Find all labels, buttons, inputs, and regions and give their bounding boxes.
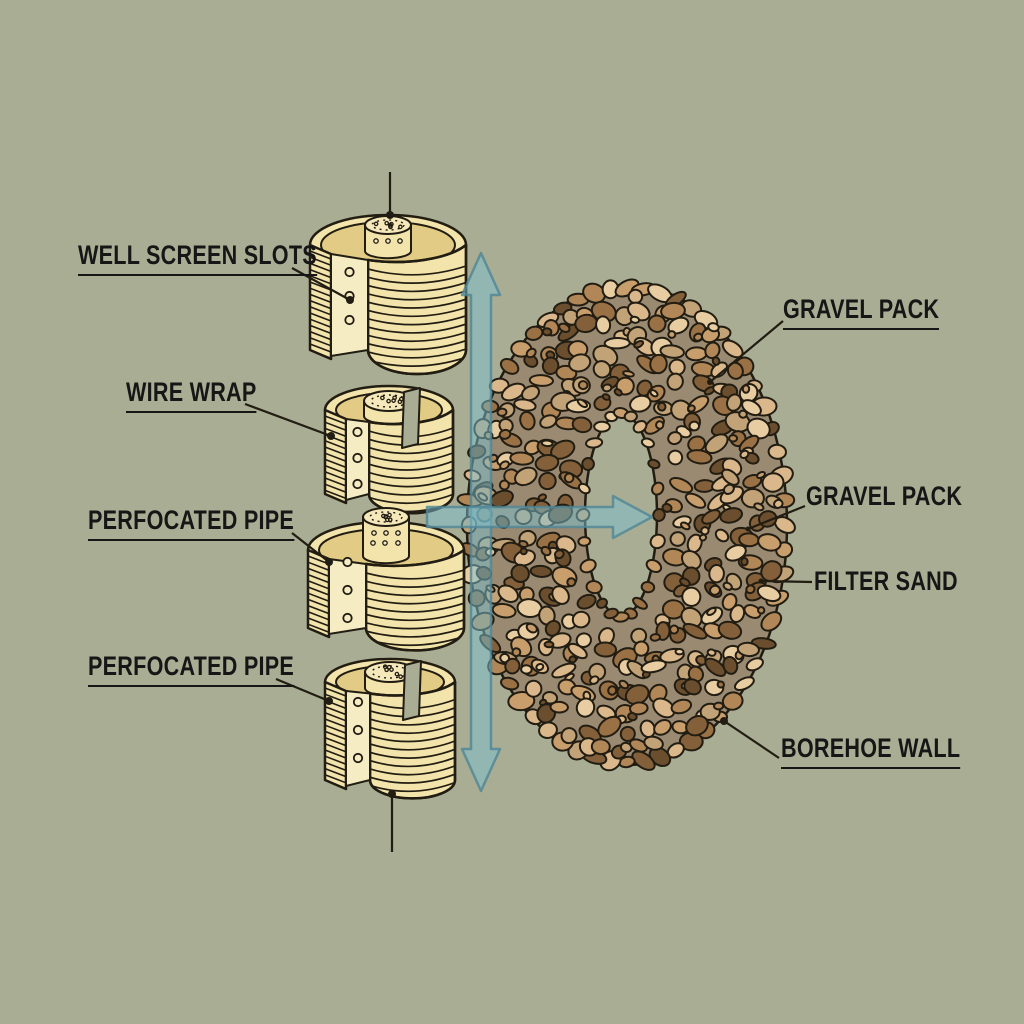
label-text: GRAVEL PACK <box>806 481 963 511</box>
well-screen-section-3 <box>306 507 466 652</box>
label-well-screen-slots: WELL SCREEN SLOTS <box>78 240 317 276</box>
arrow-right-icon <box>425 494 654 540</box>
label-gravel-pack-mid: GRAVEL PACK <box>806 481 962 512</box>
label-text: PERFOCATED PIPE <box>88 651 295 687</box>
label-perforated-pipe-upper: PERFOCATED PIPE <box>88 505 295 541</box>
label-filter-sand: FILTER SAND <box>814 566 958 597</box>
gravel-pack-cross-section <box>456 278 796 772</box>
label-text: WELL SCREEN SLOTS <box>78 240 317 276</box>
well-screen-section-2 <box>323 384 455 515</box>
label-text: WIRE WRAP <box>126 377 257 413</box>
well-screen-section-1 <box>308 213 468 376</box>
label-text: FILTER SAND <box>814 566 958 596</box>
label-text: PERFOCATED PIPE <box>88 505 295 541</box>
label-perforated-pipe-lower: PERFOCATED PIPE <box>88 651 295 687</box>
well-screen-section-4 <box>323 657 457 800</box>
flow-arrows <box>425 251 654 793</box>
label-wire-wrap: WIRE WRAP <box>126 377 257 413</box>
label-text: GRAVEL PACK <box>783 294 940 330</box>
label-text: BOREHOE WALL <box>781 733 961 769</box>
label-gravel-pack-top: GRAVEL PACK <box>783 294 940 330</box>
leader-lines <box>244 172 813 852</box>
label-borehole-wall: BOREHOE WALL <box>781 733 961 769</box>
wire-wrap-ribs <box>368 265 466 374</box>
